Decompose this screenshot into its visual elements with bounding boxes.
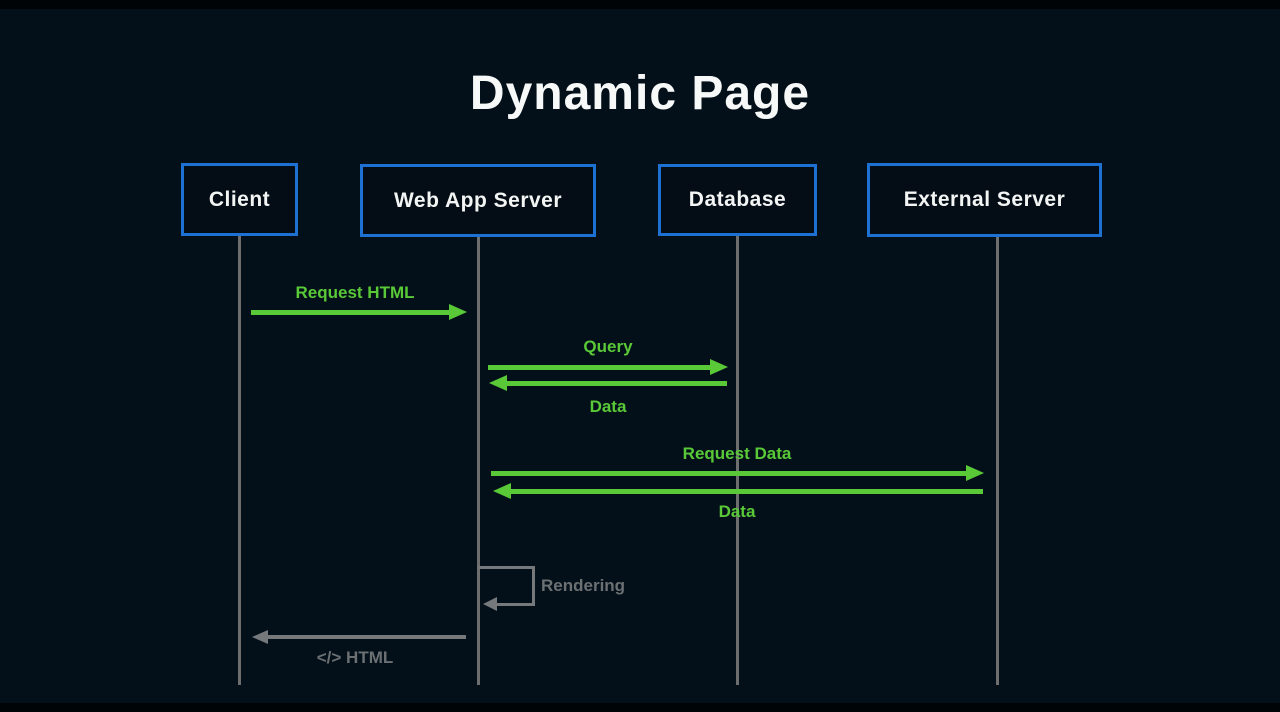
loop-top-line [478, 566, 535, 569]
message-line [488, 365, 712, 370]
loop-right-line [532, 566, 535, 606]
message-arrowhead [489, 375, 507, 391]
message-label: </> HTML [316, 648, 394, 667]
message-label: Data [718, 502, 756, 521]
message-label: Request Data [682, 444, 792, 463]
message-line [491, 471, 968, 476]
message-line [251, 310, 451, 315]
message-line [266, 635, 466, 639]
loop-label: Rendering [541, 576, 626, 595]
actor-box: Database [658, 164, 817, 236]
lifeline [477, 237, 480, 685]
loop-arrowhead [483, 597, 497, 611]
lifeline [238, 236, 241, 685]
message-arrowhead [710, 359, 728, 375]
message-line [505, 381, 727, 386]
letterbox-top [0, 0, 1280, 9]
actor-label: Database [688, 188, 787, 211]
letterbox-bottom [0, 703, 1280, 712]
actor-label: External Server [903, 188, 1066, 211]
loop-bottom-line [495, 603, 535, 606]
message-arrowhead [493, 483, 511, 499]
message-label: Request HTML [295, 283, 415, 302]
actor-box: Web App Server [360, 164, 596, 237]
message-arrowhead [449, 304, 467, 320]
message-label: Data [589, 397, 627, 416]
lifeline [996, 237, 999, 685]
actor-box: Client [181, 163, 298, 236]
message-arrowhead [252, 630, 268, 644]
actor-label: Client [208, 187, 271, 211]
lifeline [736, 236, 739, 685]
message-arrowhead [966, 465, 984, 481]
message-line [509, 489, 983, 494]
diagram-title: Dynamic Page [469, 67, 811, 120]
actor-box: External Server [867, 163, 1102, 237]
message-label: Query [583, 337, 633, 356]
actor-label: Web App Server [393, 188, 563, 212]
